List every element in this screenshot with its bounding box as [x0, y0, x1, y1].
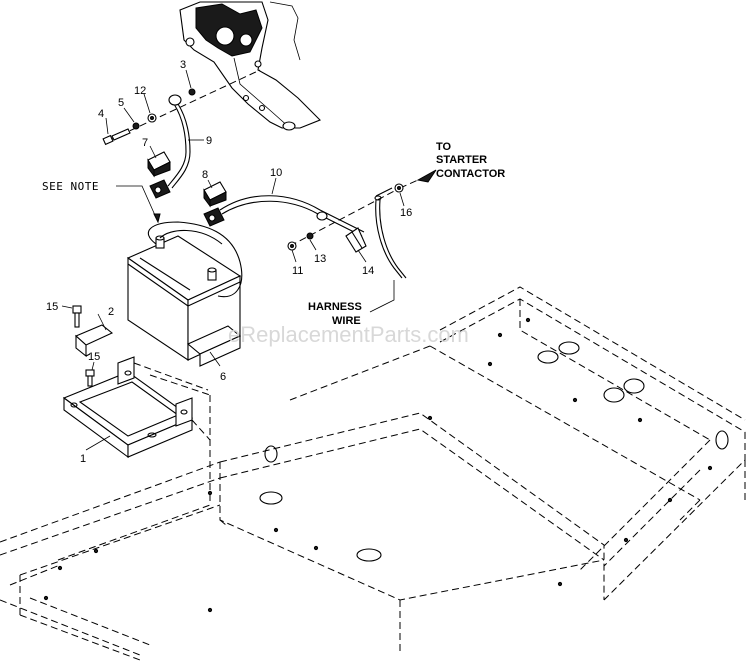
terminal-boot-8 — [203, 181, 227, 208]
battery-tray — [62, 356, 211, 459]
callout-13: 13 — [314, 253, 326, 265]
harness-wire-label-line2: WIRE — [332, 315, 361, 327]
battery — [126, 221, 243, 367]
harness-wire-label-line1: HARNESS — [308, 301, 362, 313]
callout-3: 3 — [180, 59, 186, 71]
bolt-15-upper — [72, 305, 82, 328]
callout-12: 12 — [134, 85, 146, 97]
engine-housing — [179, 1, 321, 131]
callout-9: 9 — [206, 135, 212, 147]
battery-cable-10 — [203, 195, 365, 237]
leader-lines — [61, 69, 405, 451]
harness-wire — [374, 187, 407, 279]
starter-contactor-label-line2: STARTER — [436, 154, 487, 166]
bolt-15-lower — [85, 369, 95, 387]
callout-11: 11 — [292, 265, 303, 277]
battery-cable-9 — [149, 94, 191, 199]
starter-contactor-label-line1: TO — [436, 141, 452, 153]
callout-15-lower: 15 — [88, 351, 100, 363]
terminal-boot-7 — [147, 151, 171, 178]
hold-down-bracket — [74, 324, 114, 358]
callout-5: 5 — [118, 97, 124, 109]
starter-contactor-label-line3: CONTACTOR — [436, 168, 505, 180]
callout-7: 7 — [142, 137, 148, 149]
callout-15-upper: 15 — [46, 301, 58, 313]
callout-10: 10 — [270, 167, 282, 179]
watermark: eReplacementParts.com — [228, 322, 469, 347]
callout-4: 4 — [98, 108, 104, 120]
callout-1: 1 — [80, 453, 86, 465]
generator-frame — [0, 286, 746, 661]
hardware-lower — [287, 169, 437, 251]
callout-14: 14 — [362, 265, 374, 277]
hardware-upper — [102, 69, 261, 146]
callout-numbers: 1 2 3 4 5 6 7 8 9 10 11 12 13 14 15 15 1… — [46, 59, 412, 465]
cable-boot-14 — [345, 227, 367, 253]
callout-8: 8 — [202, 169, 208, 181]
text-labels: SEE NOTE TO STARTER CONTACTOR HARNESS WI… — [42, 141, 505, 327]
callout-6: 6 — [220, 371, 226, 383]
see-note-label: SEE NOTE — [42, 180, 99, 193]
callout-2: 2 — [108, 306, 114, 318]
callout-16: 16 — [400, 207, 412, 219]
